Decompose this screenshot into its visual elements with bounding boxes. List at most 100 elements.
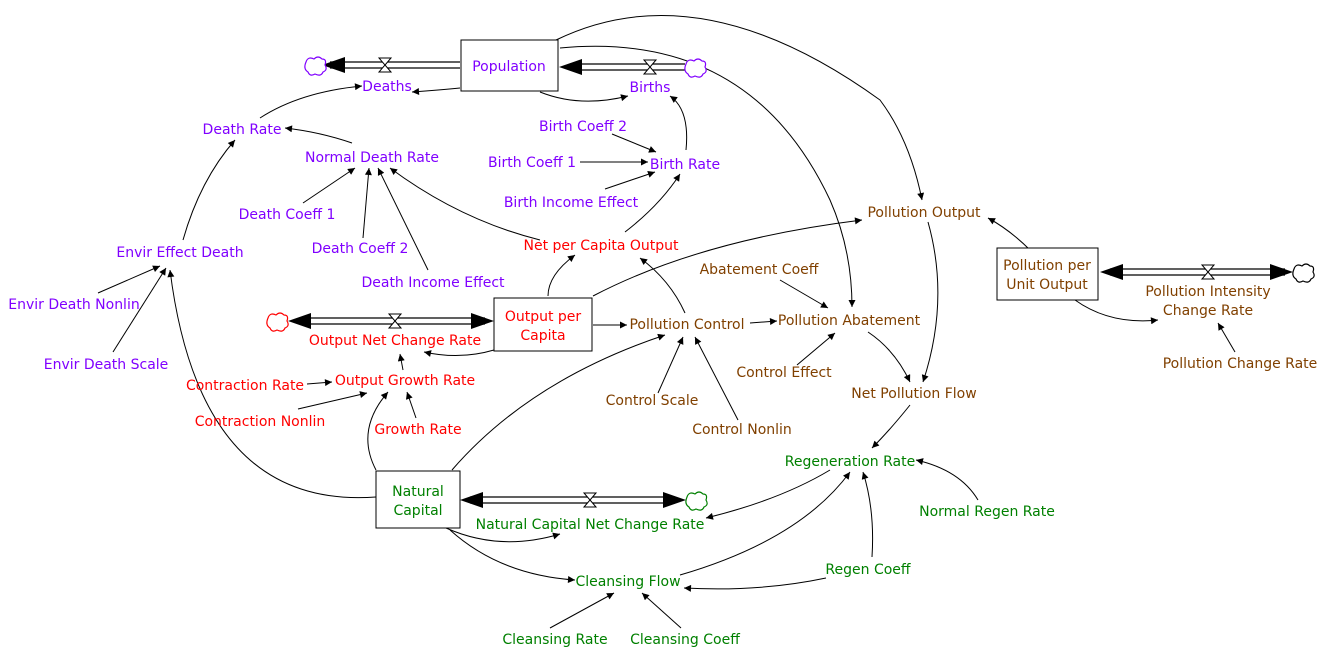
var-pollution-change-rate[interactable]: Pollution Change Rate: [1163, 356, 1318, 372]
label-line: Normal Regen Rate: [919, 504, 1055, 520]
var-birth-rate[interactable]: Birth Rate: [650, 157, 720, 173]
link-pollutionchangerate-intensitychange: [1217, 322, 1236, 353]
var-pollution-abatement[interactable]: Pollution Abatement: [778, 313, 921, 329]
var-envir-effect-death[interactable]: Envir Effect Death: [116, 245, 243, 261]
var-regeneration-rate[interactable]: Regeneration Rate: [785, 454, 915, 470]
flow-births[interactable]: Births: [630, 80, 671, 96]
link-envireffect-deathrate: [182, 139, 236, 241]
link-population-births: [539, 91, 629, 102]
var-pollution-output[interactable]: Pollution Output: [867, 205, 981, 221]
label-line: Envir Effect Death: [116, 245, 243, 261]
link-pollutionoutput-netpollution: [921, 221, 939, 383]
var-control-nonlin[interactable]: Control Nonlin: [692, 422, 792, 438]
label-line: Control Scale: [606, 393, 699, 409]
var-control-effect[interactable]: Control Effect: [736, 365, 832, 381]
variables: Death Rate Normal Death Rate Death Coeff…: [8, 119, 1317, 648]
link-population-pollutionoutput: [555, 15, 925, 201]
link-pollutionperunit-intensitychange: [1074, 299, 1159, 325]
var-growth-rate[interactable]: Growth Rate: [374, 422, 461, 438]
label-line: Pollution Abatement: [778, 313, 921, 329]
link-netpercapita-normaldeathrate: [389, 167, 541, 241]
link-contractionnonlin-outputgrowth: [297, 391, 368, 410]
var-net-pollution-flow[interactable]: Net Pollution Flow: [851, 386, 976, 402]
var-cleansing-flow[interactable]: Cleansing Flow: [575, 574, 680, 590]
label-line: Envir Death Nonlin: [8, 297, 139, 313]
link-pollutionabatement-netpollution: [867, 331, 911, 383]
label-line: Growth Rate: [374, 422, 461, 438]
link-envirscale-envireffect: [112, 267, 167, 353]
flow-pipes: [288, 57, 1293, 508]
var-envir-death-scale[interactable]: Envir Death Scale: [44, 357, 169, 373]
var-output-growth-rate[interactable]: Output Growth Rate: [335, 373, 475, 389]
cloud-icon: [266, 312, 289, 332]
flow-output-net-change-rate[interactable]: Output Net Change Rate: [309, 333, 481, 349]
link-netpollution-regenrate: [871, 404, 911, 449]
var-contraction-nonlin[interactable]: Contraction Nonlin: [195, 414, 326, 430]
link-outputpercapita-pollutionoutput: [592, 217, 863, 297]
label-line: Regeneration Rate: [785, 454, 915, 470]
var-death-coeff-1[interactable]: Death Coeff 1: [239, 207, 336, 223]
var-normal-death-rate[interactable]: Normal Death Rate: [305, 150, 439, 166]
label-line: Net per Capita Output: [523, 238, 679, 254]
label-line: Birth Rate: [650, 157, 720, 173]
link-naturalcapital-envireffect: [167, 269, 377, 499]
link-deathrate-deaths: [259, 83, 363, 119]
link-pollutionperunit-pollutionoutput: [987, 217, 1031, 251]
label-line: Net Pollution Flow: [851, 386, 976, 402]
label-line: Birth Coeff 2: [539, 119, 627, 135]
var-abatement-coeff[interactable]: Abatement Coeff: [700, 262, 819, 278]
link-deathincome-normaldeathrate: [377, 167, 429, 271]
link-population-pollutionabatement: [559, 45, 856, 308]
var-death-income-effect[interactable]: Death Income Effect: [361, 275, 505, 291]
label-line: Pollution Change Rate: [1163, 356, 1318, 372]
valve-icon: [377, 57, 393, 73]
var-envir-death-nonlin[interactable]: Envir Death Nonlin: [8, 297, 139, 313]
link-deathcoeff1-normaldeathrate: [302, 167, 356, 204]
var-cleansing-coeff[interactable]: Cleansing Coeff: [630, 632, 740, 648]
var-regen-coeff[interactable]: Regen Coeff: [825, 562, 910, 578]
link-regencoeff-cleansingflow: [683, 577, 827, 592]
var-normal-regen-rate[interactable]: Normal Regen Rate: [919, 504, 1055, 520]
var-birth-coeff-2[interactable]: Birth Coeff 2: [539, 119, 627, 135]
var-contraction-rate[interactable]: Contraction Rate: [186, 378, 304, 394]
label-line: Normal Death Rate: [305, 150, 439, 166]
label-line: Abatement Coeff: [700, 262, 819, 278]
var-cleansing-rate[interactable]: Cleansing Rate: [502, 632, 607, 648]
label-line: Pollution per: [1003, 258, 1091, 274]
link-naturalcapital-naturalcapitalnetchange: [445, 527, 561, 543]
label-line: Cleansing Rate: [502, 632, 607, 648]
link-abatementcoeff-pollutionabatement: [779, 279, 829, 309]
flow-deaths[interactable]: Deaths: [362, 79, 412, 95]
var-control-scale[interactable]: Control Scale: [606, 393, 699, 409]
label-line: Regen Coeff: [825, 562, 910, 578]
valve-icon: [642, 59, 658, 75]
cloud-icon: [684, 58, 707, 78]
flow-natural-capital-net-change-rate[interactable]: Natural Capital Net Change Rate: [476, 517, 705, 533]
link-controlscale-pollutioncontrol: [657, 336, 684, 394]
label-line: Control Nonlin: [692, 422, 792, 438]
var-net-per-capita-output[interactable]: Net per Capita Output: [523, 238, 679, 254]
label-line: Death Coeff 2: [312, 241, 409, 257]
label-line: Pollution Intensity: [1145, 284, 1270, 300]
link-birthincome-birthrate: [604, 170, 656, 190]
var-death-rate[interactable]: Death Rate: [203, 122, 282, 138]
link-pollutioncontrol-netpercapita: [639, 257, 686, 314]
link-outputpercapita-netpercapita: [547, 254, 576, 297]
valves: [377, 57, 1216, 508]
var-birth-income-effect[interactable]: Birth Income Effect: [504, 195, 639, 211]
var-death-coeff-2[interactable]: Death Coeff 2: [312, 241, 409, 257]
var-birth-coeff-1[interactable]: Birth Coeff 1: [488, 155, 576, 171]
link-naturalcapital-outputgrowth: [367, 391, 389, 471]
var-pollution-control[interactable]: Pollution Control: [629, 317, 744, 333]
link-cleansingflow-regenrate: [679, 471, 851, 576]
stock-population[interactable]: Population: [460, 39, 559, 92]
flow-labels: Deaths Births Output Net Change Rate Nat…: [309, 79, 1271, 533]
label-line: Capita: [520, 328, 565, 344]
label-line: Output per: [505, 309, 582, 325]
link-normaldeathrate-deathrate: [284, 125, 353, 144]
